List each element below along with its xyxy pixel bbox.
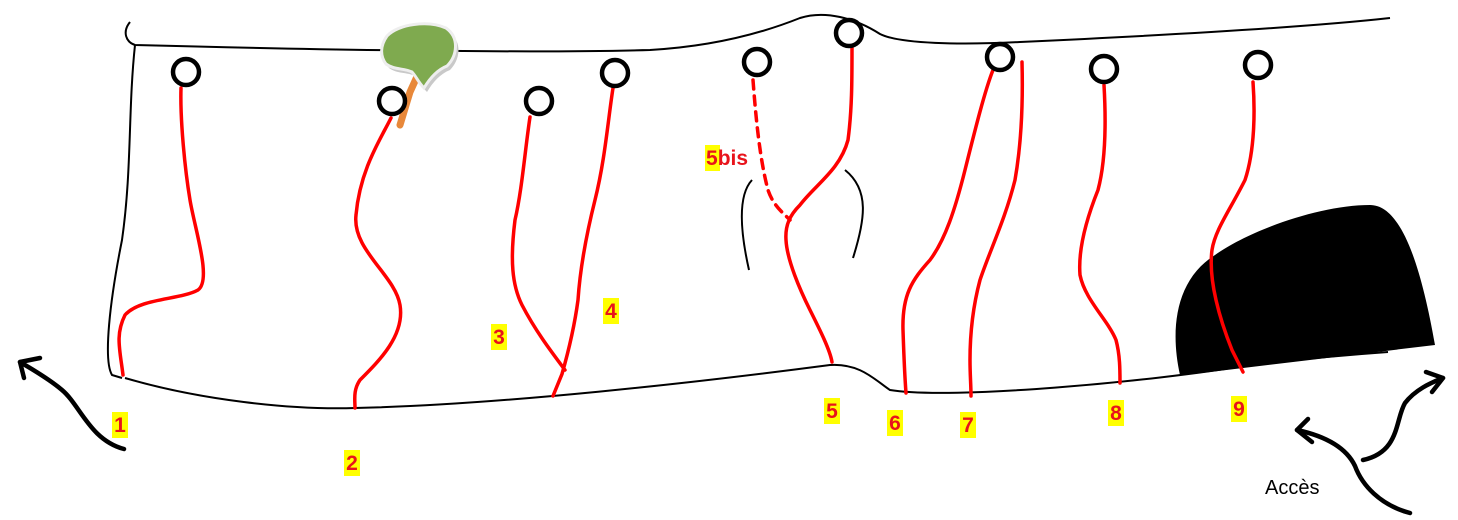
route-6-line (901, 68, 995, 395)
anchor-ring-icon (170, 56, 202, 88)
curved-arrow-icon (1294, 416, 1413, 516)
svg-text:1: 1 (114, 414, 126, 437)
route-label-5bis: 5bis (705, 145, 748, 171)
route-5bis-line (751, 78, 792, 222)
anchor-ring-icon (376, 85, 408, 117)
route-label-9: 9 (1231, 396, 1247, 422)
svg-text:2: 2 (346, 452, 358, 475)
route-2-line (352, 116, 403, 410)
boulder-shape (1175, 205, 1435, 375)
route-7-line (968, 60, 1025, 398)
anchor-ring-icon (741, 46, 773, 78)
tree-foliage (380, 22, 457, 91)
anchor-ring-icon (833, 17, 865, 49)
svg-text:8: 8 (1110, 402, 1122, 425)
anchor-ring-icon (1242, 49, 1274, 81)
anchor-ring-icon (1088, 53, 1120, 85)
route-5-line (784, 46, 854, 364)
tree-icon (380, 22, 459, 129)
chimney-right-edge (844, 169, 864, 259)
svg-text:6: 6 (889, 412, 901, 435)
route-4-line (551, 86, 615, 398)
route-9-line (1209, 80, 1256, 374)
curved-arrow-icon (17, 355, 127, 452)
svg-text:5: 5 (826, 400, 838, 423)
svg-text:9: 9 (1233, 398, 1245, 421)
svg-text:3: 3 (493, 326, 505, 349)
route-1-line (117, 86, 206, 377)
anchor-ring-icon (984, 41, 1016, 73)
route-8-line (1077, 83, 1122, 385)
route-label-4: 4 (603, 298, 619, 324)
svg-text:7: 7 (962, 414, 974, 437)
cliff-left-edge (106, 44, 136, 379)
route-label-7: 7 (960, 412, 976, 438)
route-label-2: 2 (344, 450, 360, 476)
anchor-ring-icon (523, 85, 555, 117)
anchor-ring-icon (599, 57, 631, 89)
route-label-1: 1 (112, 412, 128, 438)
route-label-3: 3 (491, 324, 507, 350)
svg-text:5bis: 5bis (706, 147, 748, 170)
chimney-left-edge (740, 179, 753, 271)
access-label: Accès (1265, 477, 1319, 499)
route-label-5: 5 (824, 398, 840, 424)
cliff-top-edge (124, 13, 1391, 53)
svg-text:4: 4 (605, 300, 617, 323)
route-3-line (510, 115, 567, 372)
route-label-8: 8 (1108, 400, 1124, 426)
curved-arrow-icon (1360, 369, 1446, 463)
route-label-6: 6 (887, 410, 903, 436)
